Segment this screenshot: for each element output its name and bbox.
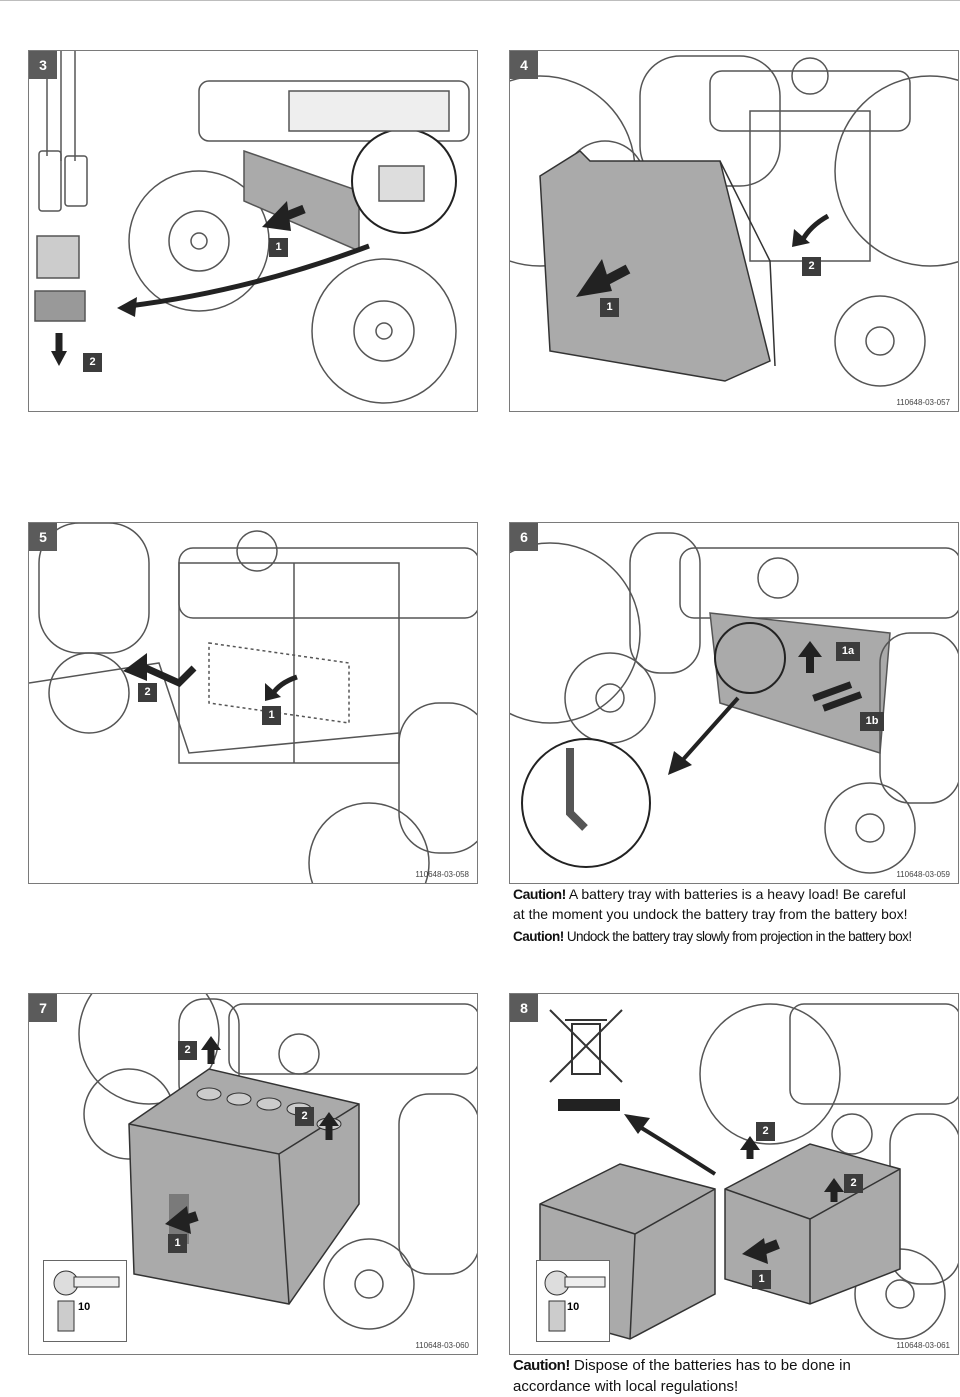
callout-label: 1 xyxy=(600,298,619,317)
figure-reference: 110648-03-060 xyxy=(415,1341,469,1350)
torque-inset: 10 xyxy=(536,1260,610,1342)
callout-label: 1 xyxy=(269,238,288,257)
step-5-panel: 5 1 2 110648-03-058 xyxy=(28,522,478,884)
step-5-illustration xyxy=(29,523,477,883)
callout-label: 1 xyxy=(752,1270,771,1289)
caution-undock-slowly: Caution! Undock the battery tray slowly … xyxy=(513,927,958,947)
torque-value: 10 xyxy=(567,1301,580,1313)
caution-label: Caution! xyxy=(513,1357,570,1374)
step-number: 4 xyxy=(510,51,538,79)
figure-reference: 110648-03-058 xyxy=(415,870,469,879)
figure-reference: 110648-03-061 xyxy=(896,1341,950,1350)
caution-heavy-load: Caution! A battery tray with batteries i… xyxy=(513,884,958,924)
step-3-illustration xyxy=(34,51,470,404)
caution-text: A battery tray with batteries is a heavy… xyxy=(568,886,906,902)
step-8-panel: 8 2 2 1 10 110648-03-061 xyxy=(509,993,959,1355)
callout-label: 1 xyxy=(168,1234,187,1253)
callout-label: 2 xyxy=(802,257,821,276)
step-3-panel: 3 1 2 xyxy=(28,50,478,412)
callout-label: 1 xyxy=(262,706,281,725)
callout-label: 2 xyxy=(178,1041,197,1060)
caution-label: Caution! xyxy=(513,929,564,944)
wrench-icon xyxy=(53,1270,120,1332)
step-number: 6 xyxy=(510,523,538,551)
crossed-bin-icon xyxy=(549,1009,623,1083)
step-6-panel: 6 1a 1b 110648-03-059 xyxy=(509,522,959,884)
step-number: 3 xyxy=(29,51,57,79)
step-number: 8 xyxy=(510,994,538,1022)
callout-label: 1b xyxy=(860,712,884,731)
caution-text: accordance with local regulations! xyxy=(513,1378,739,1395)
caution-text: at the moment you undock the battery tra… xyxy=(513,906,908,922)
caution-text: Undock the battery tray slowly from proj… xyxy=(566,929,912,944)
torque-inset: 10 xyxy=(43,1260,127,1342)
top-rule xyxy=(0,0,960,1)
step-4-illustration xyxy=(510,55,958,387)
callout-label: 1a xyxy=(836,642,860,661)
step-number: 5 xyxy=(29,523,57,551)
caution-label: Caution! xyxy=(513,886,566,902)
step-6-illustration xyxy=(510,532,958,874)
callout-label: 2 xyxy=(83,353,102,372)
caution-text: Dispose of the batteries has to be done … xyxy=(574,1357,851,1374)
torque-value: 10 xyxy=(78,1301,91,1313)
figure-reference: 110648-03-059 xyxy=(896,870,950,879)
callout-label: 2 xyxy=(844,1174,863,1193)
step-4-panel: 4 1 2 110648-03-057 xyxy=(509,50,959,412)
caution-disposal: Caution! Dispose of the batteries has to… xyxy=(513,1355,958,1397)
callout-label: 2 xyxy=(295,1107,314,1126)
figure-reference: 110648-03-057 xyxy=(896,398,950,407)
callout-label: 2 xyxy=(756,1122,775,1141)
callout-label: 2 xyxy=(138,683,157,702)
wrench-icon xyxy=(544,1270,606,1332)
step-number: 7 xyxy=(29,994,57,1022)
step-7-panel: 7 2 2 1 10 110648-03-060 xyxy=(28,993,478,1355)
